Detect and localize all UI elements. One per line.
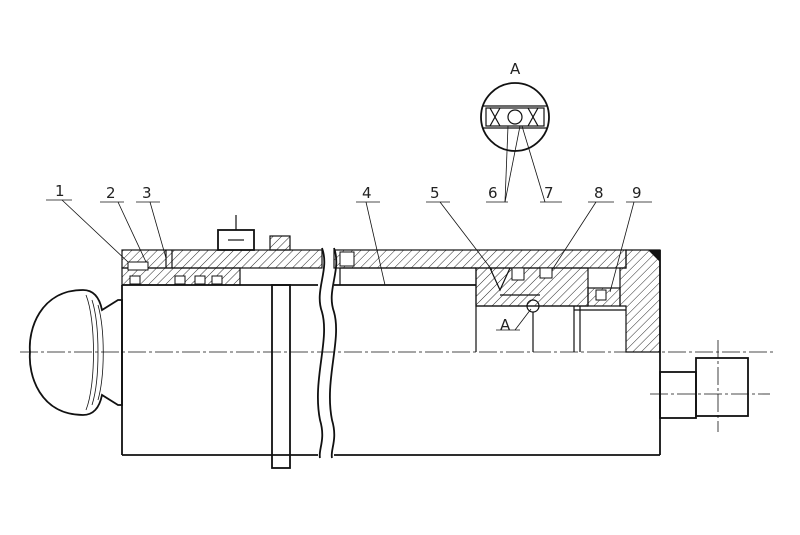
part-label-8: 8: [594, 184, 604, 202]
part-label-6: 6: [488, 184, 498, 202]
right-boss: [659, 371, 697, 419]
part-label-5: 5: [430, 184, 440, 202]
part-label-1: 1: [55, 182, 65, 200]
end-cap: [619, 249, 661, 353]
part-label-7: 7: [544, 184, 554, 202]
lower-flange: [271, 284, 291, 469]
part-label-3: 3: [142, 184, 152, 202]
rod-head: [28, 289, 123, 416]
part-label-4: 4: [362, 184, 372, 202]
part-label-9: 9: [632, 184, 642, 202]
detail-a-label: A: [510, 60, 521, 78]
break-line-left: [317, 247, 326, 459]
gland-wall: [121, 249, 323, 269]
detail-ref-label: A: [500, 316, 511, 334]
part-label-2: 2: [106, 184, 116, 202]
break-line-right: [329, 247, 338, 459]
